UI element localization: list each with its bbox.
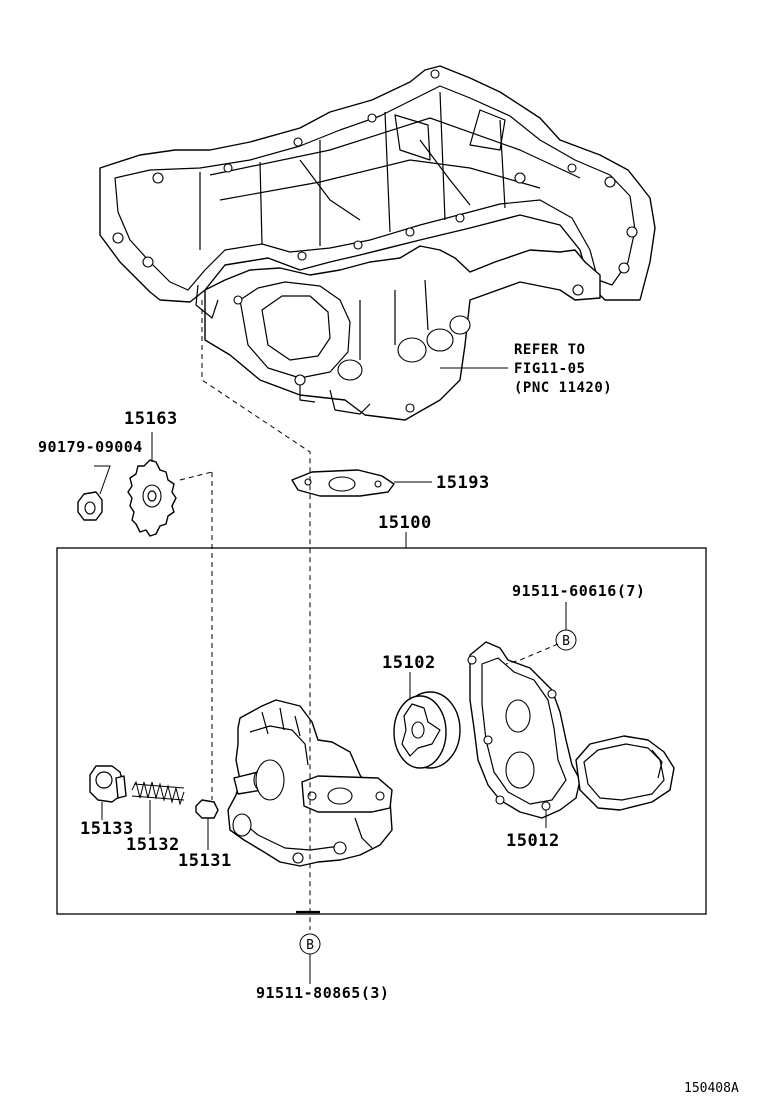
spring-drawing — [131, 780, 185, 806]
assembly-frame — [56, 547, 707, 915]
rotor-drawing — [393, 691, 461, 769]
refer-line1: REFER TO — [514, 342, 585, 358]
pump-cover-drawing — [467, 641, 675, 819]
relief-valve-drawing — [195, 799, 219, 819]
plug-drawing — [89, 765, 127, 803]
label-cover: 15012 — [506, 831, 560, 851]
svg-text:B: B — [562, 634, 570, 649]
marker-b-upper: B — [555, 629, 577, 651]
label-valve: 15131 — [178, 851, 232, 871]
marker-b-lower: B — [299, 933, 321, 955]
label-rotor: 15102 — [382, 653, 436, 673]
refer-line3: (PNC 11420) — [514, 380, 612, 396]
leader-lines — [94, 300, 567, 984]
nut-drawing — [77, 491, 103, 521]
gasket-drawing — [291, 469, 395, 497]
label-pump-assy: 15100 — [378, 513, 432, 533]
label-bolt-upper: 91511-60616(7) — [512, 582, 645, 600]
label-spring: 15132 — [126, 835, 180, 855]
refer-line2: FIG11-05 — [514, 361, 585, 377]
label-plug: 15133 — [80, 819, 134, 839]
svg-text:B: B — [306, 938, 314, 953]
drawing-code: 150408A — [684, 1081, 739, 1096]
label-nut: 90179-09004 — [38, 438, 143, 456]
oil-pan-drawing — [99, 65, 656, 421]
sprocket-drawing — [127, 459, 177, 537]
label-sprocket: 15163 — [124, 409, 178, 429]
label-gasket: 15193 — [436, 473, 490, 493]
label-bolt-lower: 91511-80865(3) — [256, 984, 389, 1002]
